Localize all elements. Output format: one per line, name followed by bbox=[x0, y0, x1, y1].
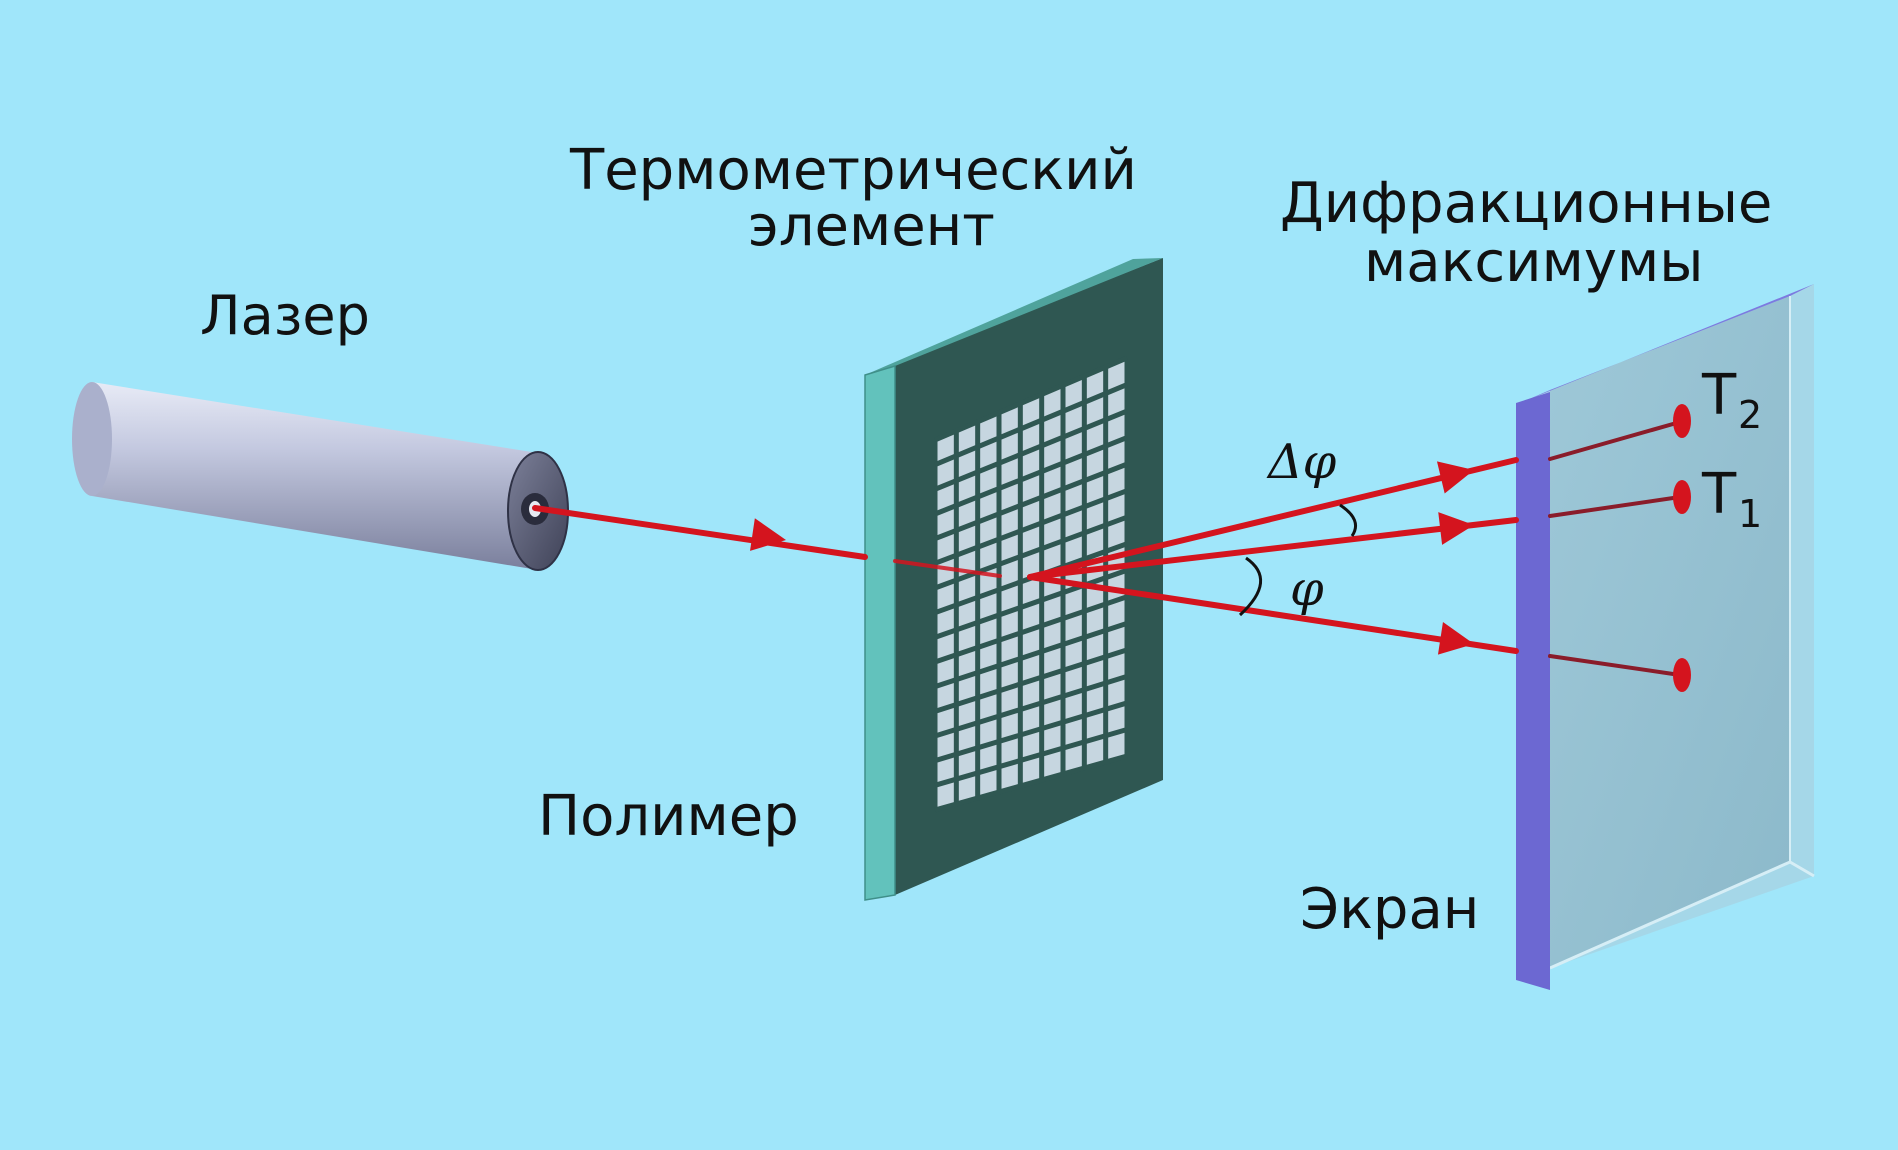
label-delta-phi: Δφ bbox=[1266, 434, 1337, 490]
grating-row-line bbox=[934, 700, 1128, 764]
label-t1-subscript: 1 bbox=[1738, 492, 1762, 536]
laser-back-cap bbox=[72, 382, 112, 496]
incident-beam bbox=[532, 505, 868, 560]
maximum-zero bbox=[1673, 658, 1691, 692]
grating-row-line bbox=[934, 567, 1128, 640]
arrowhead-incident bbox=[750, 518, 786, 551]
label-t2-letter: T bbox=[1701, 363, 1737, 428]
screen-face bbox=[1550, 296, 1790, 968]
arrowhead-zero bbox=[1437, 622, 1474, 655]
grating-row-line bbox=[934, 435, 1128, 517]
label-polymer: Полимер bbox=[538, 784, 799, 849]
arrowhead-t1 bbox=[1438, 512, 1474, 545]
incident-beam-inside bbox=[893, 559, 1002, 578]
angle-arcs bbox=[1238, 503, 1357, 617]
diffraction-maxima bbox=[1673, 404, 1691, 692]
label-t2-subscript: 2 bbox=[1738, 393, 1762, 437]
label-thermometric-line1: Термометрический bbox=[569, 138, 1137, 203]
beam-zero-on-screen bbox=[1548, 654, 1682, 677]
polymer-side-edge bbox=[864, 364, 896, 901]
maximum-t1 bbox=[1673, 480, 1691, 514]
maximum-t2 bbox=[1673, 404, 1691, 438]
grating-row-line bbox=[934, 620, 1128, 690]
polymer-top-edge bbox=[865, 258, 1163, 375]
screen-side-edge bbox=[1516, 392, 1550, 990]
grating-row-line bbox=[934, 647, 1128, 714]
label-laser: Лазер bbox=[200, 284, 370, 347]
grating-row-line bbox=[934, 461, 1128, 541]
label-t1: T 1 bbox=[1701, 462, 1762, 536]
grating-row-line bbox=[934, 408, 1128, 492]
grating-row-line bbox=[934, 753, 1128, 813]
beam-zero bbox=[1027, 574, 1519, 654]
label-t1-letter: T bbox=[1701, 462, 1737, 527]
label-diffraction-line1: Дифракционные bbox=[1280, 171, 1772, 236]
grating-row-line bbox=[934, 355, 1128, 443]
label-t2: T 2 bbox=[1701, 363, 1762, 437]
grating-row-line bbox=[934, 594, 1128, 665]
beam-t1-on-screen bbox=[1548, 495, 1682, 518]
beam-t2-on-screen bbox=[1548, 420, 1682, 461]
label-diffraction-line2: максимумы bbox=[1364, 230, 1703, 295]
screen bbox=[1516, 284, 1815, 990]
laser-body bbox=[92, 382, 538, 570]
label-screen: Экран bbox=[1300, 877, 1479, 942]
label-thermometric-line2: элемент bbox=[748, 194, 995, 259]
grating-row-line bbox=[934, 727, 1128, 788]
grating-row-line bbox=[934, 382, 1128, 467]
grating-row-line bbox=[934, 514, 1128, 591]
grating-row-line bbox=[934, 674, 1128, 739]
laser bbox=[72, 382, 569, 571]
screen-top-edge bbox=[1520, 284, 1814, 403]
phi-arc bbox=[1238, 556, 1263, 617]
beam-t2 bbox=[1027, 457, 1519, 580]
beam-t1 bbox=[1027, 517, 1519, 580]
grating-row-line bbox=[934, 488, 1128, 566]
beams bbox=[532, 420, 1682, 677]
delta-phi-arc bbox=[1339, 503, 1357, 537]
polymer-plate bbox=[864, 258, 1163, 901]
beam-arrowheads bbox=[750, 461, 1474, 655]
arrowhead-t2 bbox=[1436, 461, 1474, 494]
label-phi: φ bbox=[1290, 561, 1324, 617]
